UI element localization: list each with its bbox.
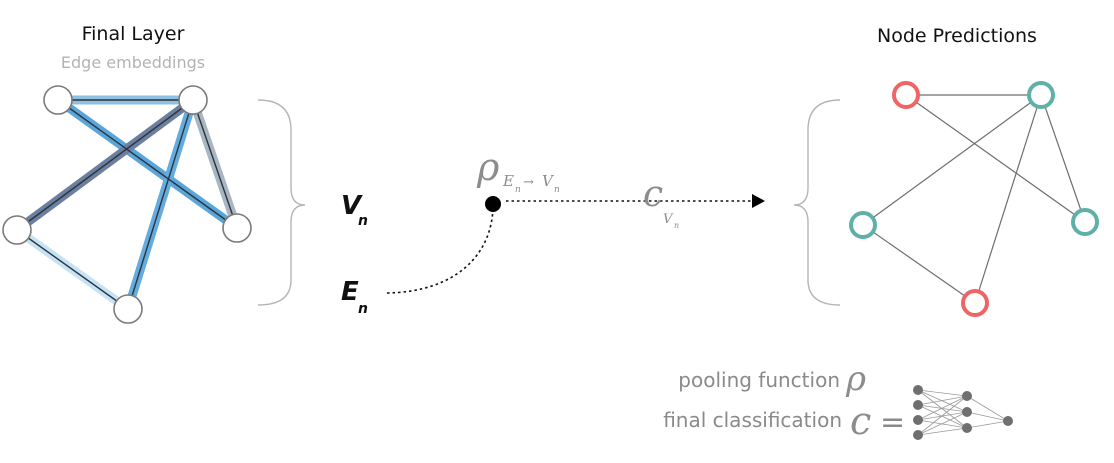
graph-node bbox=[113, 294, 143, 324]
predicted-node-red bbox=[892, 81, 920, 109]
vertex-variable: V bbox=[341, 191, 363, 221]
prediction-edge bbox=[862, 224, 976, 304]
right-title: Node Predictions bbox=[877, 25, 1037, 47]
edge-variable-sub: n bbox=[358, 301, 368, 317]
legend-equals: = bbox=[880, 405, 905, 440]
right-brace bbox=[793, 99, 841, 306]
classifier-c: c bbox=[643, 174, 663, 215]
edge-line bbox=[16, 229, 129, 310]
prediction-edge bbox=[974, 94, 1042, 304]
pooling-sub-E: E bbox=[502, 172, 514, 190]
right-graph bbox=[849, 81, 1099, 317]
predicted-node-teal bbox=[1071, 208, 1099, 236]
predicted-node-red bbox=[961, 289, 989, 317]
legend-classification-symbol: c bbox=[850, 399, 871, 443]
neural-network-icon bbox=[913, 385, 1013, 440]
graph-node bbox=[2, 215, 32, 245]
edge-line bbox=[127, 99, 194, 310]
prediction-edge bbox=[862, 94, 1042, 226]
edge-variable: E bbox=[341, 277, 359, 307]
classifier-sub-V: V bbox=[663, 212, 674, 227]
graph-node bbox=[43, 85, 73, 115]
legend-pooling-label: pooling function bbox=[678, 368, 840, 392]
arrow-head bbox=[752, 194, 765, 208]
classifier-sub-n: n bbox=[674, 221, 679, 230]
edge-to-pool-connector bbox=[386, 204, 494, 294]
vertex-variable-sub: n bbox=[358, 213, 368, 229]
pooling-sub-V: V bbox=[542, 172, 555, 190]
edge-line bbox=[192, 99, 238, 229]
prediction-edge bbox=[905, 94, 1086, 223]
graph-node bbox=[222, 213, 252, 243]
legend-classification-label: final classification bbox=[663, 408, 842, 432]
left-title: Final Layer bbox=[82, 23, 185, 45]
legend-pooling-symbol: ρ bbox=[845, 359, 866, 399]
graph-node bbox=[178, 85, 208, 115]
pooling-rho: ρ bbox=[476, 145, 500, 189]
pooling-sub-n2: n bbox=[554, 185, 560, 195]
prediction-edge bbox=[1040, 94, 1086, 223]
left-subtitle: Edge embeddings bbox=[61, 53, 205, 72]
pooling-point bbox=[485, 196, 501, 212]
pooling-sub-arrow: → bbox=[523, 175, 534, 190]
left-brace bbox=[257, 99, 306, 306]
left-graph bbox=[2, 85, 252, 324]
predicted-node-teal bbox=[849, 211, 877, 239]
predicted-node-teal bbox=[1027, 81, 1055, 109]
edge-line bbox=[16, 99, 194, 231]
edge-line bbox=[57, 99, 238, 229]
pooling-sub-n1: n bbox=[515, 185, 521, 195]
